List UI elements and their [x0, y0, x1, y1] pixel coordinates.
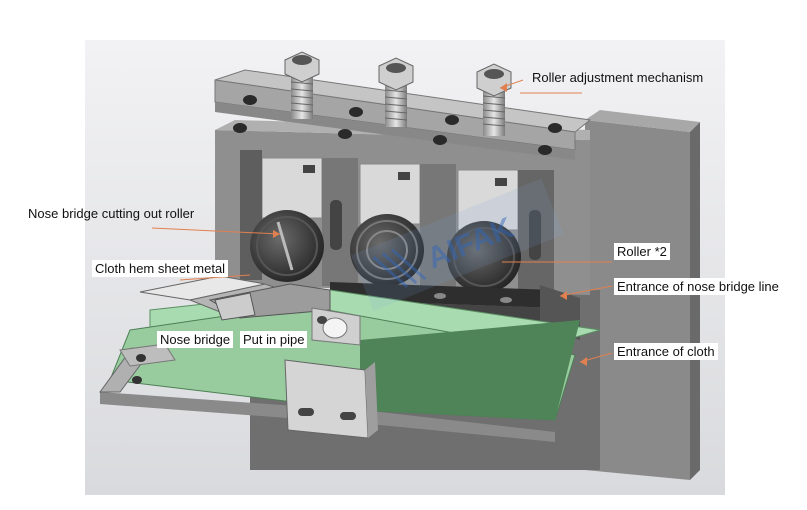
top-bar-holes	[233, 95, 562, 155]
callout-entrance-cloth: Entrance of cloth	[614, 343, 718, 360]
callout-roller-adjustment: Roller adjustment mechanism	[532, 70, 704, 85]
callout-nose-bridge: Nose bridge	[157, 331, 234, 348]
rollers	[250, 210, 521, 293]
pipe-bracket	[284, 307, 378, 439]
callout-cutting-roller: Nose bridge cutting out roller	[28, 206, 195, 221]
back-plate	[585, 120, 690, 480]
callout-entrance-nose-line: Entrance of nose bridge line	[614, 278, 782, 295]
callout-roller-x2: Roller *2	[614, 243, 670, 260]
cloth-hem-sheet	[139, 275, 331, 321]
leader-lines	[151, 79, 613, 363]
callout-put-in-pipe: Put in pipe	[240, 331, 308, 348]
callout-cloth-hem: Cloth hem sheet metal	[92, 260, 229, 277]
leader-arrows	[273, 83, 587, 366]
